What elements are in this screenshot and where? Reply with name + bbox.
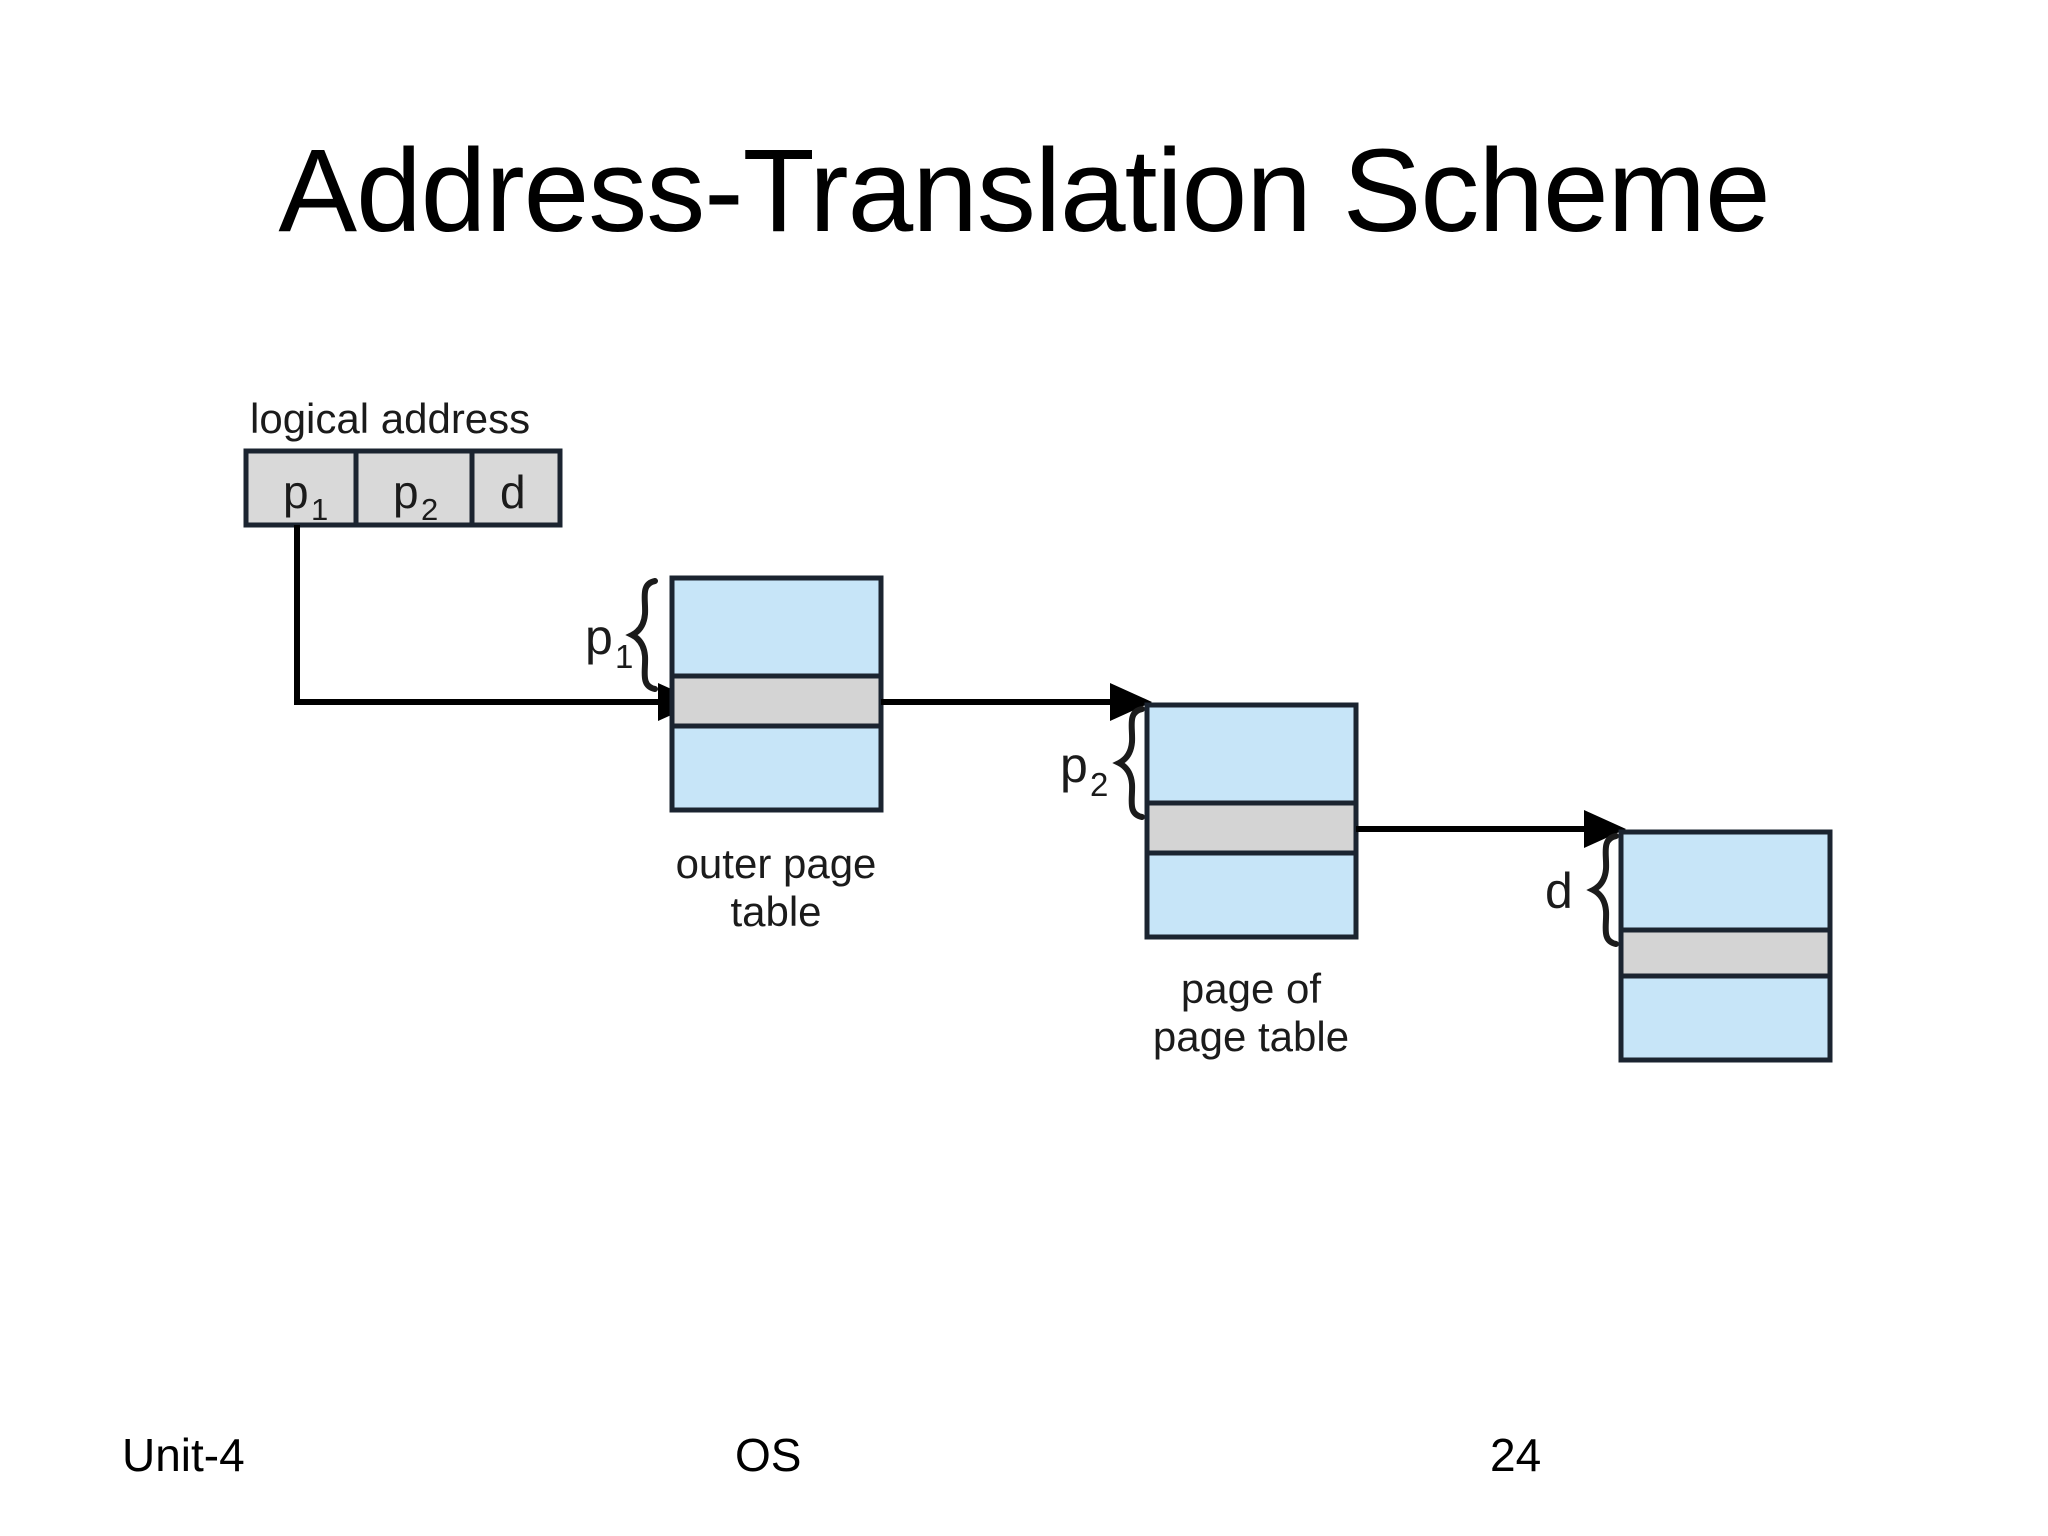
outer-page-table-cell-top (669, 575, 884, 679)
brace-p2-icon (1112, 706, 1145, 820)
brace-p1-group: p 1 (585, 578, 658, 692)
arrowhead-memory-frame (1584, 810, 1626, 848)
memory-frame-cell-top (1618, 829, 1833, 933)
logical-address-box: p 1 p 2 d (243, 448, 563, 528)
outer-page-table-cell-bottom (669, 723, 884, 813)
arrowhead-page-of-page-table (1110, 683, 1152, 721)
outer-page-table-selected-entry (669, 673, 884, 729)
address-field-p2 (353, 448, 475, 528)
page-of-page-table (1144, 702, 1359, 940)
connector-p1-to-outer-table (294, 525, 700, 721)
page-of-page-table-cell-top (1144, 702, 1359, 806)
page-of-page-table-cell-bottom (1144, 850, 1359, 940)
address-field-p1-label: p (283, 466, 309, 518)
address-field-p1 (243, 448, 359, 528)
page-of-page-table-caption-line2: page table (1153, 1013, 1349, 1060)
brace-p2-group: p 2 (1060, 706, 1145, 820)
address-field-p1-subscript: 1 (311, 492, 328, 527)
brace-d-icon (1586, 833, 1619, 947)
outer-page-table-caption-line2: table (730, 888, 821, 935)
brace-label-p2: p (1060, 737, 1088, 793)
brace-d-group: d (1545, 833, 1619, 947)
footer-unit-label: Unit-4 (122, 1429, 245, 1481)
connector-outer-to-page-table (881, 683, 1152, 721)
connector-page-table-to-frame (1356, 810, 1626, 848)
brace-p1-icon (625, 578, 658, 692)
brace-label-p1-subscript: 1 (615, 638, 633, 675)
brace-label-p2-subscript: 2 (1090, 766, 1108, 803)
brace-label-d: d (1545, 863, 1573, 919)
memory-frame-selected-entry (1618, 927, 1833, 979)
address-field-d-label: d (500, 466, 526, 518)
memory-frame-cell-bottom (1618, 973, 1833, 1063)
memory-frame (1618, 829, 1833, 1063)
outer-page-table (669, 575, 884, 813)
page-title: Address-Translation Scheme (278, 125, 1770, 257)
logical-address-label: logical address (250, 395, 530, 442)
address-field-p2-label: p (393, 466, 419, 518)
address-field-p2-subscript: 2 (421, 492, 438, 527)
footer-subject-label: OS (735, 1429, 802, 1481)
address-field-d (469, 448, 563, 528)
page-of-page-table-caption-line1: page of (1181, 965, 1321, 1012)
brace-label-p1: p (585, 609, 613, 665)
page-of-page-table-selected-entry (1144, 800, 1359, 856)
outer-page-table-caption-line1: outer page (676, 840, 877, 887)
footer-page-number: 24 (1490, 1429, 1542, 1481)
